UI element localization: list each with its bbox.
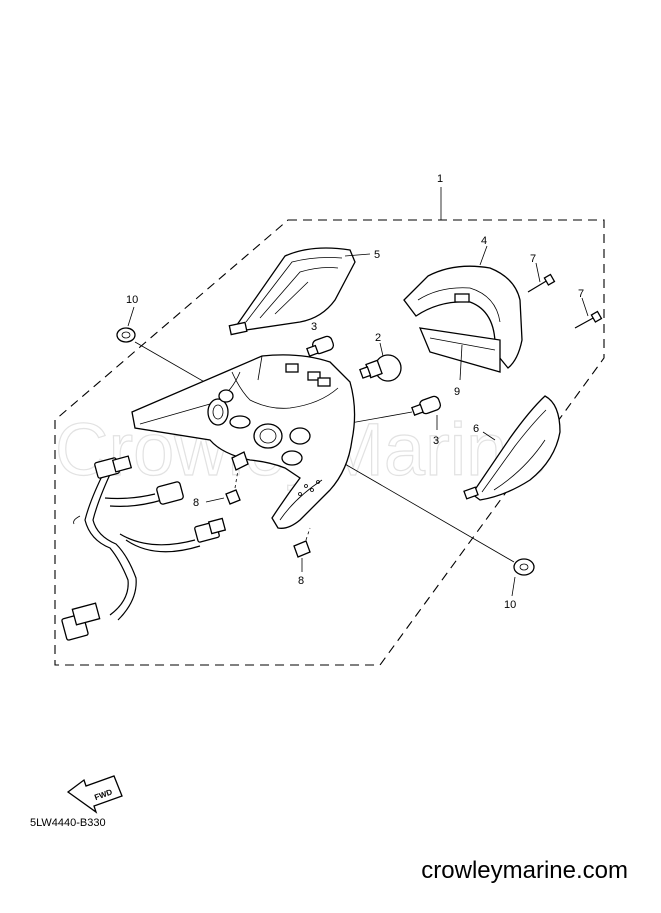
callout-10-right[interactable]: 10 xyxy=(504,599,516,611)
left-lens[interactable] xyxy=(228,247,356,336)
tail-lens[interactable] xyxy=(403,265,523,373)
grommet-right[interactable] xyxy=(513,558,535,576)
site-footer-link[interactable]: crowleymarine.com xyxy=(421,857,628,884)
assembly-boundary xyxy=(54,219,605,666)
light-housing[interactable] xyxy=(131,354,356,529)
diagram-part-code: 5LW4440-B330 xyxy=(30,817,106,829)
callout-8-left[interactable]: 8 xyxy=(193,497,199,509)
bulb-center[interactable] xyxy=(359,354,402,382)
callout-10-left[interactable]: 10 xyxy=(126,294,138,306)
clip-upper[interactable] xyxy=(231,451,249,471)
callout-7a[interactable]: 7 xyxy=(530,253,536,265)
right-lens[interactable] xyxy=(463,395,561,501)
callout-9[interactable]: 9 xyxy=(454,386,460,398)
screw-7a[interactable] xyxy=(527,273,556,293)
callout-3-left[interactable]: 3 xyxy=(311,321,317,333)
nut-bottom[interactable] xyxy=(293,540,311,558)
callout-8-bottom[interactable]: 8 xyxy=(298,575,304,587)
callout-7b[interactable]: 7 xyxy=(578,288,584,300)
screw-7b[interactable] xyxy=(574,310,603,329)
wiring-harness[interactable] xyxy=(61,455,227,641)
bulb-right[interactable] xyxy=(411,395,442,416)
callout-1[interactable]: 1 xyxy=(437,173,443,185)
callout-4[interactable]: 4 xyxy=(481,235,487,247)
nut-left[interactable] xyxy=(225,489,241,505)
grommet-left[interactable] xyxy=(116,327,136,343)
fwd-arrow-icon: FWD xyxy=(66,775,123,814)
callout-3-right[interactable]: 3 xyxy=(433,435,439,447)
callout-6[interactable]: 6 xyxy=(473,423,479,435)
bulb-left[interactable] xyxy=(306,335,335,357)
callout-5[interactable]: 5 xyxy=(374,249,380,261)
callout-2[interactable]: 2 xyxy=(375,332,381,344)
